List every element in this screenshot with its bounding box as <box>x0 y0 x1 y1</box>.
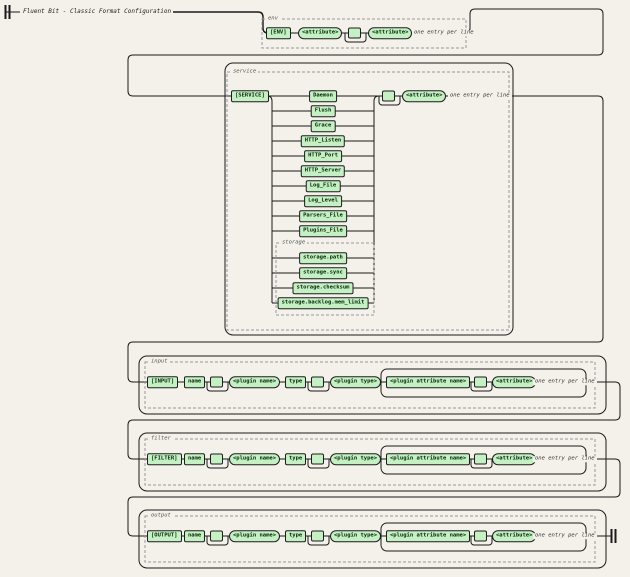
env-space-box <box>348 27 361 39</box>
env-note: one entry per line <box>412 29 476 36</box>
output-keyword-box: [OUTPUT] <box>147 530 182 542</box>
storage-section-label: storage <box>280 239 308 246</box>
storage-option-checksum: storage.checksum <box>292 282 354 294</box>
input-plugin-name-box: <plugin name> <box>229 376 281 388</box>
filter-space-box-1 <box>210 453 223 465</box>
end-terminator-icon <box>610 529 617 543</box>
filter-space-box-2 <box>311 453 324 465</box>
output-type-box: type <box>285 530 307 542</box>
output-loop-rect <box>138 509 607 569</box>
service-frame <box>226 71 510 331</box>
filter-repeat-loops <box>206 459 493 469</box>
service-section-label: service <box>231 68 259 75</box>
output-name-box: name <box>184 530 206 542</box>
filter-type-box: type <box>285 453 307 465</box>
input-space-box-3 <box>474 376 487 388</box>
input-plugin-type-box: <plugin type> <box>330 376 382 388</box>
filter-name-box: name <box>184 453 206 465</box>
filter-frame <box>144 438 596 486</box>
storage-option-backlog: storage.backlog.mem_limit <box>277 297 369 309</box>
filter-plugin-type-box: <plugin type> <box>330 453 382 465</box>
service-option-log-level: Log_Level <box>304 195 342 207</box>
service-loop-rect <box>224 62 514 336</box>
env-to-service-wrap <box>127 8 604 97</box>
input-to-filter-wrap <box>127 381 621 460</box>
filter-loop-rect <box>138 432 607 492</box>
filter-attribute-box: <attribute> <box>492 453 537 465</box>
input-section-label: input <box>149 358 170 365</box>
service-option-plugins-file: Plugins_File <box>299 225 347 237</box>
input-repeat-loops <box>206 382 493 392</box>
storage-option-path: storage.path <box>299 252 347 264</box>
env-attribute2-box: <attribute> <box>368 27 413 39</box>
service-option-http-listen: HTTP_Listen <box>300 135 346 147</box>
service-repeat-loop <box>378 96 401 106</box>
output-plugin-attr-name-box: <plugin attribute name> <box>386 530 471 542</box>
service-option-http-port: HTTP_Port <box>304 150 342 162</box>
output-space-box-3 <box>474 530 487 542</box>
service-attribute-box: <attribute> <box>402 90 447 102</box>
filter-plugin-name-box: <plugin name> <box>229 453 281 465</box>
input-type-box: type <box>285 376 307 388</box>
input-plugin-attr-name-box: <plugin attribute name> <box>386 376 471 388</box>
filter-section-label: filter <box>149 435 173 442</box>
service-note: one entry per line <box>448 92 512 99</box>
env-repeat-loop <box>344 33 367 43</box>
storage-option-sync: storage.sync <box>299 267 347 279</box>
output-space-box-2 <box>311 530 324 542</box>
input-name-box: name <box>184 376 206 388</box>
input-attribute-box: <attribute> <box>492 376 537 388</box>
output-space-box-1 <box>210 530 223 542</box>
service-option-log-file: Log_File <box>305 180 341 192</box>
filter-plugin-attr-name-box: <plugin attribute name> <box>386 453 471 465</box>
output-attribute-box: <attribute> <box>492 530 537 542</box>
output-plugin-type-box: <plugin type> <box>330 530 382 542</box>
main-line <box>118 11 269 34</box>
env-section-label: env <box>266 15 280 22</box>
diagram-title: Fluent Bit - Classic Format Configuratio… <box>21 8 174 15</box>
input-keyword-box: [INPUT] <box>147 376 179 388</box>
input-note: one entry per line <box>533 378 597 385</box>
service-option-parsers-file: Parsers_File <box>299 210 347 222</box>
output-frame <box>144 515 596 563</box>
input-frame <box>144 361 596 409</box>
env-frame <box>261 18 467 49</box>
env-attribute-box: <attribute> <box>298 27 343 39</box>
filter-space-box-3 <box>474 453 487 465</box>
filter-to-output-wrap <box>127 458 621 537</box>
input-space-box-1 <box>210 376 223 388</box>
dashed-frames <box>144 18 596 563</box>
filter-note: one entry per line <box>533 455 597 462</box>
input-space-box-2 <box>311 376 324 388</box>
service-option-grace: Grace <box>310 120 336 132</box>
service-keyword-box: [SERVICE] <box>231 90 269 102</box>
service-to-input-wrap <box>127 95 604 383</box>
output-note: one entry per line <box>533 532 597 539</box>
service-option-flush: Flush <box>310 105 336 117</box>
output-section-label: output <box>149 512 173 519</box>
filter-keyword-box: [FILTER] <box>147 453 182 465</box>
output-plugin-name-box: <plugin name> <box>229 530 281 542</box>
service-option-daemon: Daemon <box>309 90 337 102</box>
env-keyword-box: [ENV] <box>266 27 291 39</box>
service-option-http-server: HTTP_Server <box>300 165 346 177</box>
input-loop-rect <box>138 355 607 415</box>
output-repeat-loops <box>206 536 493 546</box>
service-space-box <box>382 90 395 102</box>
